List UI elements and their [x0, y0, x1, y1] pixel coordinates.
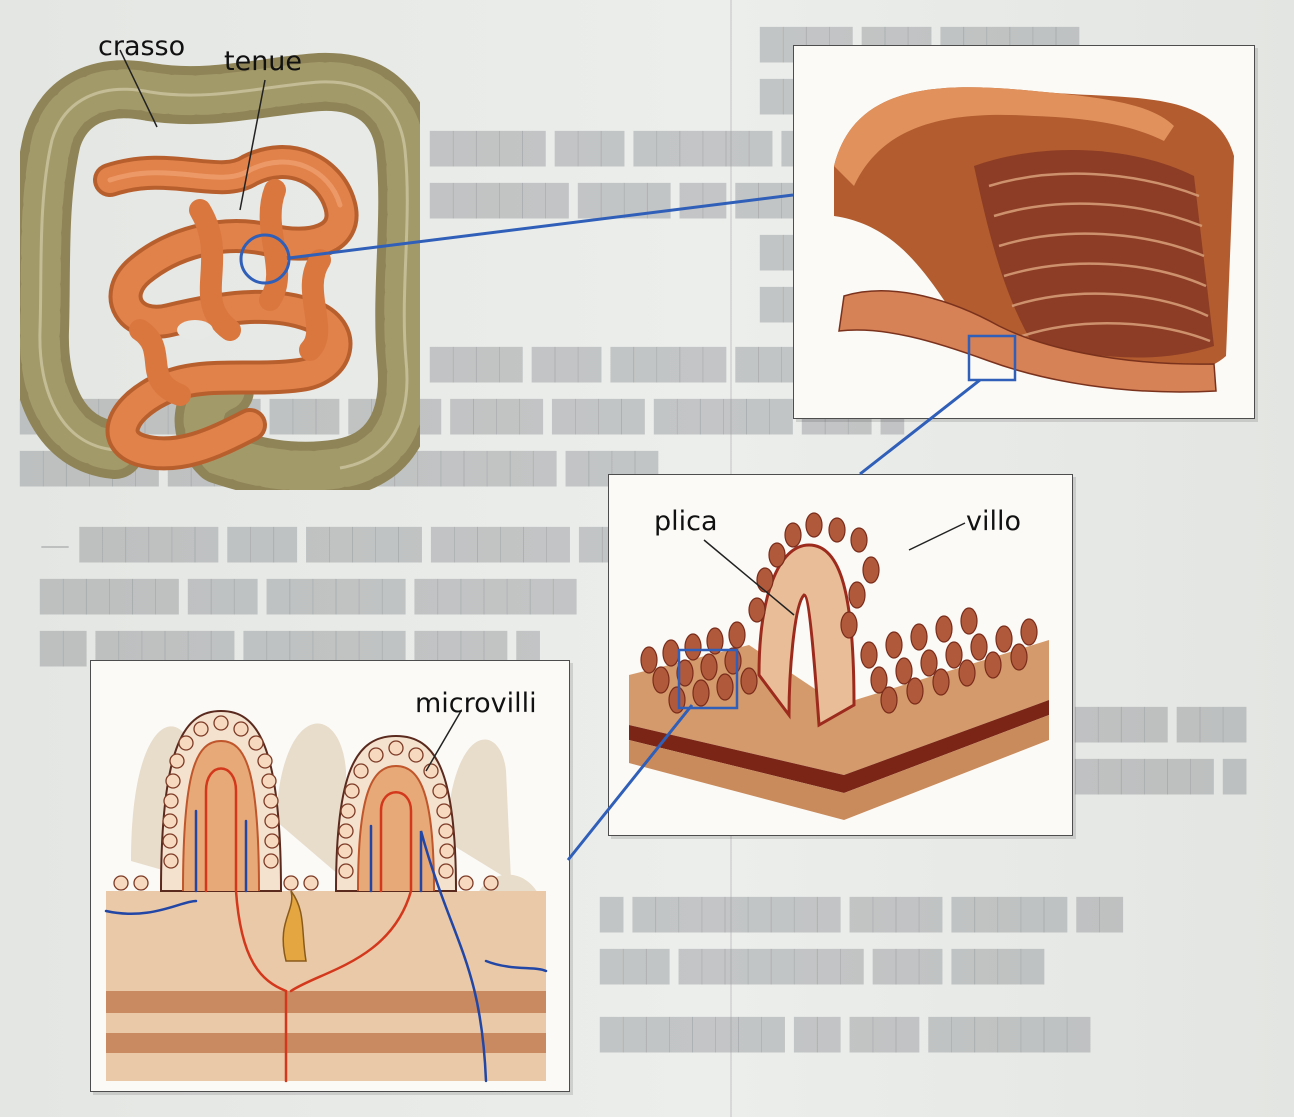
label-microvilli: microvilli	[415, 690, 537, 717]
large-intestine	[40, 82, 407, 471]
label-leader-line-3	[426, 711, 461, 771]
intestine-overview-illustration	[20, 30, 420, 490]
label-small-intestine: tenue	[224, 48, 302, 75]
muscle-band-1	[106, 991, 546, 1013]
label-large-intestine: crasso	[98, 33, 185, 60]
intestinal-tube-panel	[793, 45, 1255, 419]
mesentery-gap	[177, 320, 213, 340]
muscle-band-2	[106, 1033, 546, 1053]
label-villus: villo	[966, 508, 1021, 535]
label-plica: plica	[654, 508, 718, 535]
villi-cross-section-panel	[90, 660, 570, 1092]
